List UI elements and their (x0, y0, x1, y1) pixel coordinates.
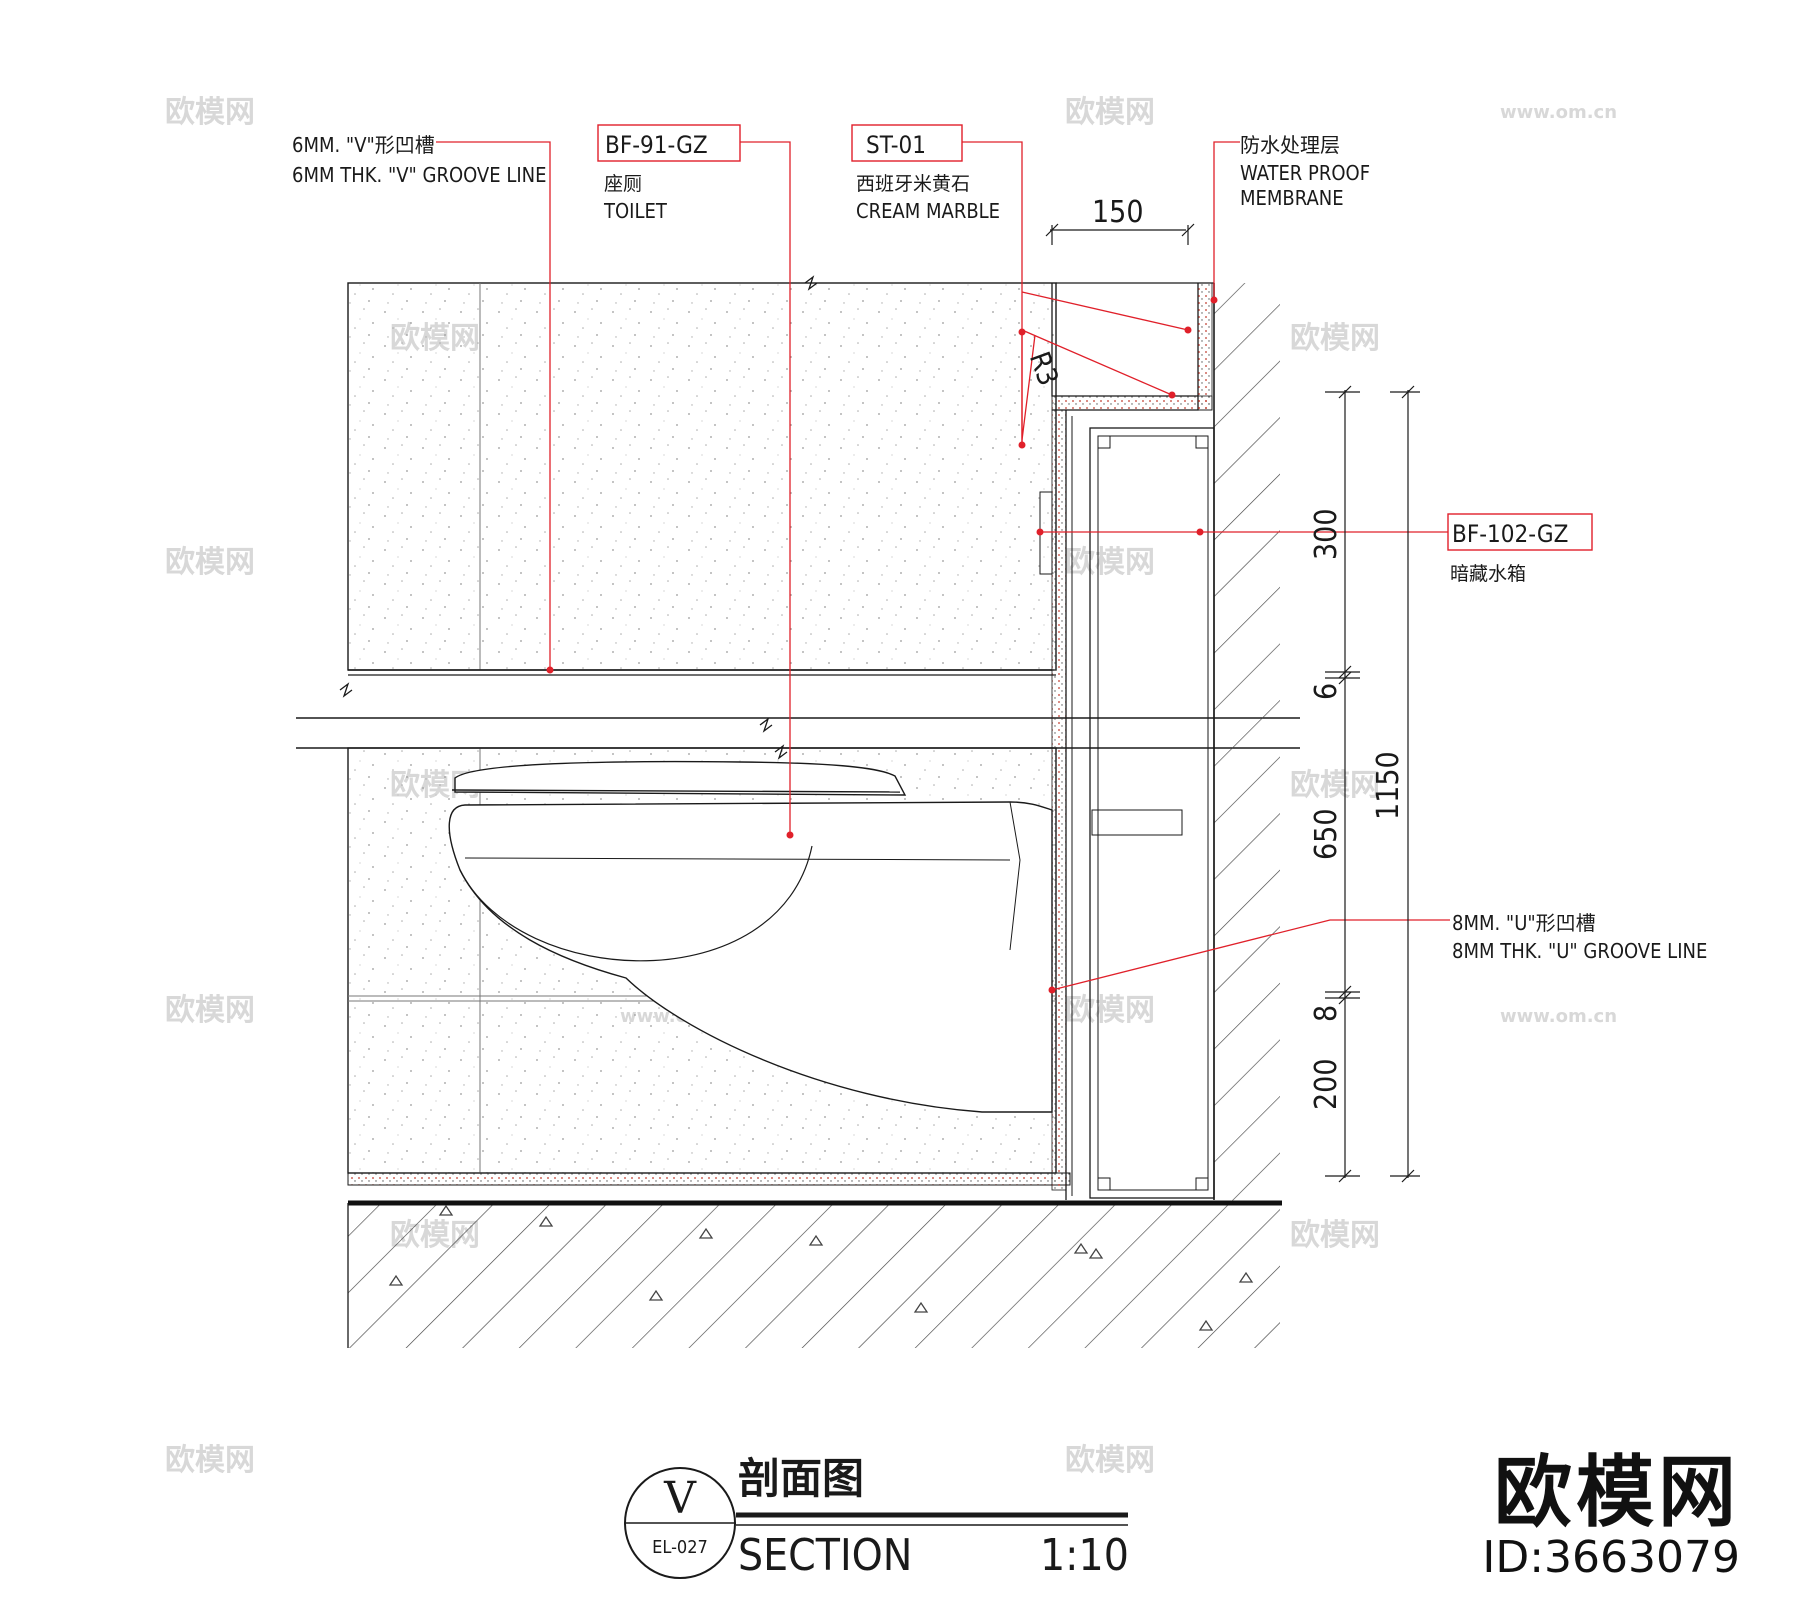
toilet (448, 760, 1053, 1113)
marble-code: ST-01 (866, 131, 926, 159)
ledge (1051, 282, 1213, 1200)
watermark: 欧模网 (1065, 545, 1155, 580)
callout-toilet: BF-91-GZ 座厕 TOILET (597, 124, 741, 223)
cistern-code: BF-102-GZ (1452, 520, 1568, 548)
break-line-icon (774, 744, 788, 760)
dim-1150: 1150 (1371, 751, 1406, 820)
v-groove-cn: 6MM. "V"形凹槽 (292, 133, 435, 157)
watermark: 欧模网 (1065, 95, 1155, 130)
title-block: V EL-027 剖面图 SECTION 1:10 (624, 1454, 1129, 1581)
dim-200: 200 (1309, 1058, 1344, 1110)
u-groove-cn: 8MM. "U"形凹槽 (1452, 911, 1596, 935)
u-groove-en: 8MM THK. "U" GROOVE LINE (1452, 939, 1707, 963)
dimension-labels: 300 6 650 8 200 1150 (1309, 508, 1406, 1110)
concealed-cistern (1039, 427, 1215, 1199)
toilet-en: TOILET (603, 199, 668, 223)
callout-cistern: BF-102-GZ 暗藏水箱 (1447, 513, 1593, 585)
callout-v-groove: 6MM. "V"形凹槽 6MM THK. "V" GROOVE LINE (292, 133, 546, 187)
toilet-cn: 座厕 (604, 173, 642, 195)
watermark: 欧模网 (1290, 768, 1380, 803)
title-cn: 剖面图 (738, 1454, 864, 1503)
watermark: www.om.cn (1500, 102, 1617, 123)
section-symbol-icon: V EL-027 (624, 1467, 736, 1579)
watermark: 欧模网 (165, 993, 255, 1028)
callout-membrane: 防水处理层 WATER PROOF MEMBRANE (1240, 133, 1370, 210)
cistern-cn: 暗藏水箱 (1450, 563, 1526, 585)
floor (347, 1172, 1282, 1348)
membrane-en-1: WATER PROOF (1240, 161, 1370, 185)
watermark: 欧模网 (1290, 321, 1380, 356)
sheet-ref: EL-027 (652, 1537, 708, 1558)
watermark: 欧模网 (1065, 993, 1155, 1028)
break-line-icon (804, 275, 818, 291)
dim-8: 8 (1309, 1005, 1344, 1022)
leader-dots (546, 296, 1218, 994)
membrane-cn: 防水处理层 (1240, 133, 1340, 157)
title-scale: 1:10 (1040, 1530, 1129, 1581)
v-groove-en: 6MM THK. "V" GROOVE LINE (292, 163, 546, 187)
dimension-vertical (1325, 385, 1420, 1183)
toilet-code: BF-91-GZ (605, 131, 708, 159)
leader-lines (436, 141, 1450, 991)
marble-en: CREAM MARBLE (856, 199, 1000, 223)
watermark: 欧模网 (1065, 1443, 1155, 1478)
callout-u-groove: 8MM. "U"形凹槽 8MM THK. "U" GROOVE LINE (1452, 911, 1707, 963)
model-id: ID:3663079 (1482, 1532, 1740, 1583)
dim-150: 150 (1092, 195, 1144, 230)
dimension-top-width: 150 (1045, 195, 1195, 245)
dim-300: 300 (1309, 508, 1344, 560)
membrane-en-2: MEMBRANE (1240, 186, 1344, 210)
dim-650: 650 (1309, 808, 1344, 860)
watermark: www.om.cn (1500, 1006, 1617, 1027)
marble-cn: 西班牙米黄石 (856, 173, 970, 195)
break-line-icon (339, 682, 353, 698)
watermark: 欧模网 (165, 95, 255, 130)
dim-6: 6 (1309, 683, 1344, 700)
watermark: 欧模网 (165, 1443, 255, 1478)
watermark: 欧模网 (165, 545, 255, 580)
watermark: 欧模网 (1290, 1218, 1380, 1253)
brand-logo: 欧模网 (1493, 1448, 1740, 1538)
section-letter: V (663, 1473, 697, 1524)
break-line-icon (759, 717, 773, 733)
callout-marble: ST-01 西班牙米黄石 CREAM MARBLE (851, 124, 1000, 223)
hatch-pattern-icon (388, 1204, 1254, 1331)
title-en: SECTION (738, 1530, 912, 1581)
